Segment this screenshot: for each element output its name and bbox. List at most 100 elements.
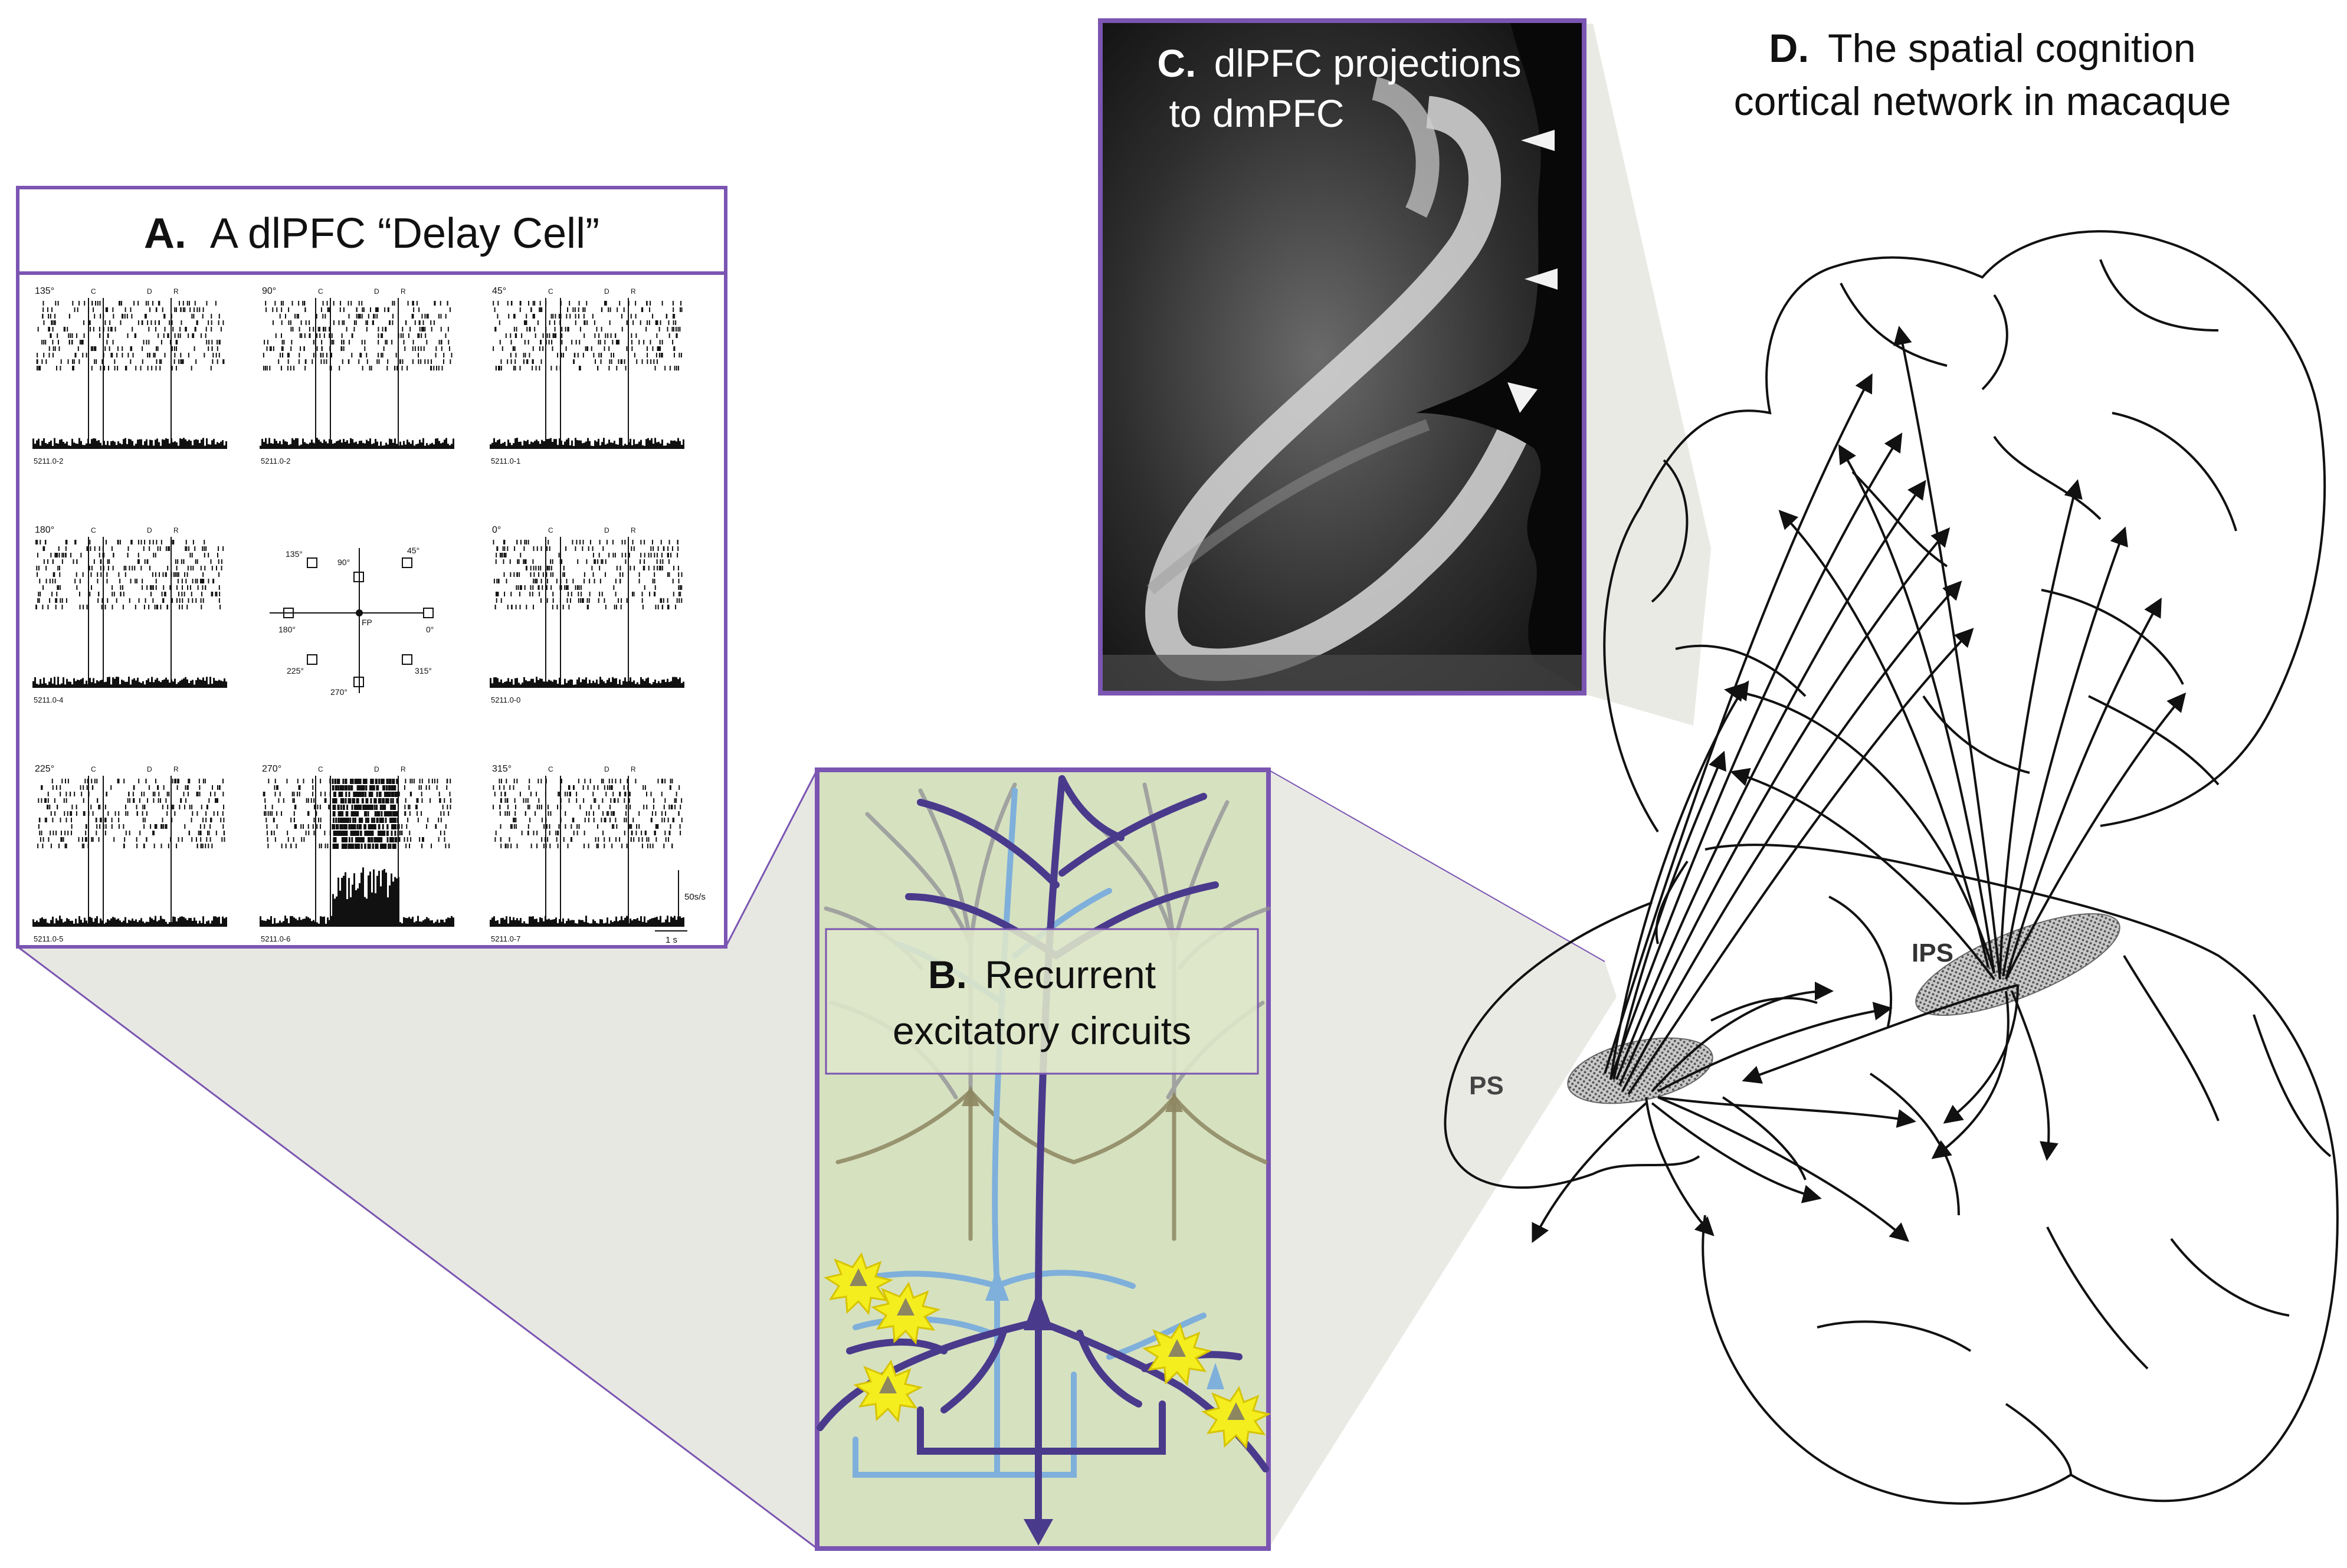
target-label-270: 270° (330, 687, 348, 697)
raster-spike (270, 811, 271, 816)
raster-spike (562, 572, 564, 577)
raster-spike (353, 798, 355, 803)
raster-spike (618, 359, 619, 364)
raster-spike (173, 346, 175, 351)
histogram-bar (559, 438, 560, 448)
raster-spike (613, 824, 615, 829)
raster-spike (382, 844, 385, 849)
raster-spike (84, 811, 86, 816)
raster-spike (389, 844, 392, 849)
raster-spike (313, 831, 315, 835)
raster-spike (302, 824, 304, 829)
raster-spike (438, 366, 440, 370)
raster-spike (281, 811, 283, 816)
raster-spike (559, 598, 561, 603)
raster-spike (42, 837, 44, 842)
raster-spike (671, 546, 673, 551)
histogram-bar (615, 678, 617, 687)
raster-spike (169, 320, 171, 325)
histogram-bar (117, 919, 119, 926)
raster-spike (151, 585, 153, 590)
raster-spike (143, 792, 145, 796)
raster-spike (122, 346, 123, 351)
sulcus (2099, 259, 2219, 332)
raster-spike (51, 307, 53, 312)
raster-spike (644, 553, 645, 557)
raster-spike (133, 785, 135, 790)
raster-spike (171, 366, 173, 370)
raster-spike (399, 837, 401, 842)
raster-spike (163, 585, 165, 590)
raster-spike (654, 366, 656, 370)
raster-spike (532, 592, 533, 596)
raster-spike (188, 779, 189, 783)
raster-spike (103, 366, 105, 370)
projection-arrows (1532, 326, 2187, 1244)
raster-spike (392, 320, 394, 325)
raster-spike (540, 359, 542, 364)
raster-spike (173, 572, 175, 577)
raster-spike (297, 314, 299, 319)
raster-spike (657, 824, 659, 829)
raster-spike (74, 307, 76, 312)
raster-spike (653, 359, 655, 364)
raster-spike (196, 307, 198, 312)
raster-spike (191, 366, 192, 370)
histogram-bar (179, 917, 181, 926)
raster-spike (293, 798, 295, 803)
raster-spike (509, 559, 511, 564)
raster-spike (345, 824, 348, 829)
raster-spike (514, 333, 516, 338)
raster-spike (356, 811, 358, 816)
raster-spike (541, 818, 543, 822)
raster-spike (367, 818, 369, 823)
histogram-bar (32, 919, 34, 926)
raster-spike (664, 779, 666, 783)
raster-spike (78, 301, 80, 306)
raster-spike (656, 553, 658, 557)
raster-spike (222, 779, 224, 783)
raster-spike (37, 553, 38, 557)
histogram-bar (299, 445, 300, 448)
histogram-bar (507, 923, 509, 926)
raster-spike (340, 346, 342, 351)
raster-spike (377, 831, 379, 836)
raster-spike (323, 359, 325, 364)
raster-spike (57, 333, 58, 338)
histogram-bar (607, 680, 608, 687)
raster-spike (57, 805, 58, 809)
histogram-bar (98, 681, 100, 687)
raster-spike (563, 837, 565, 842)
histogram-bar (345, 441, 346, 448)
raster-spike (550, 585, 552, 590)
raster-spike (449, 307, 451, 312)
raster-spike (279, 792, 281, 796)
raster-spike (53, 831, 54, 835)
histogram-bar (316, 438, 318, 448)
raster-spike (348, 340, 350, 345)
raster-spike (498, 366, 500, 370)
raster-spike (609, 785, 611, 790)
raster-spike (339, 307, 341, 312)
raster-spike (124, 314, 126, 319)
histogram-bar (38, 921, 40, 926)
raster-spike (499, 811, 501, 816)
raster-spike (342, 359, 343, 364)
raster-spike (554, 327, 556, 332)
histogram-bar (211, 684, 213, 687)
histogram-bar (71, 438, 73, 448)
raster-spike (396, 366, 398, 370)
raster-spike (582, 546, 584, 551)
raster-spike (155, 579, 157, 583)
raster-spike (668, 333, 670, 338)
raster-spike (555, 333, 557, 338)
raster-spike (178, 592, 180, 596)
raster-spike (127, 546, 129, 551)
raster-spike (364, 844, 366, 849)
raster-spike (119, 301, 120, 306)
target-label-180: 180° (278, 625, 296, 634)
histogram-bar (284, 441, 286, 448)
raster-spike (117, 779, 119, 783)
histogram-bar (607, 917, 608, 926)
histogram-bar (444, 922, 445, 926)
